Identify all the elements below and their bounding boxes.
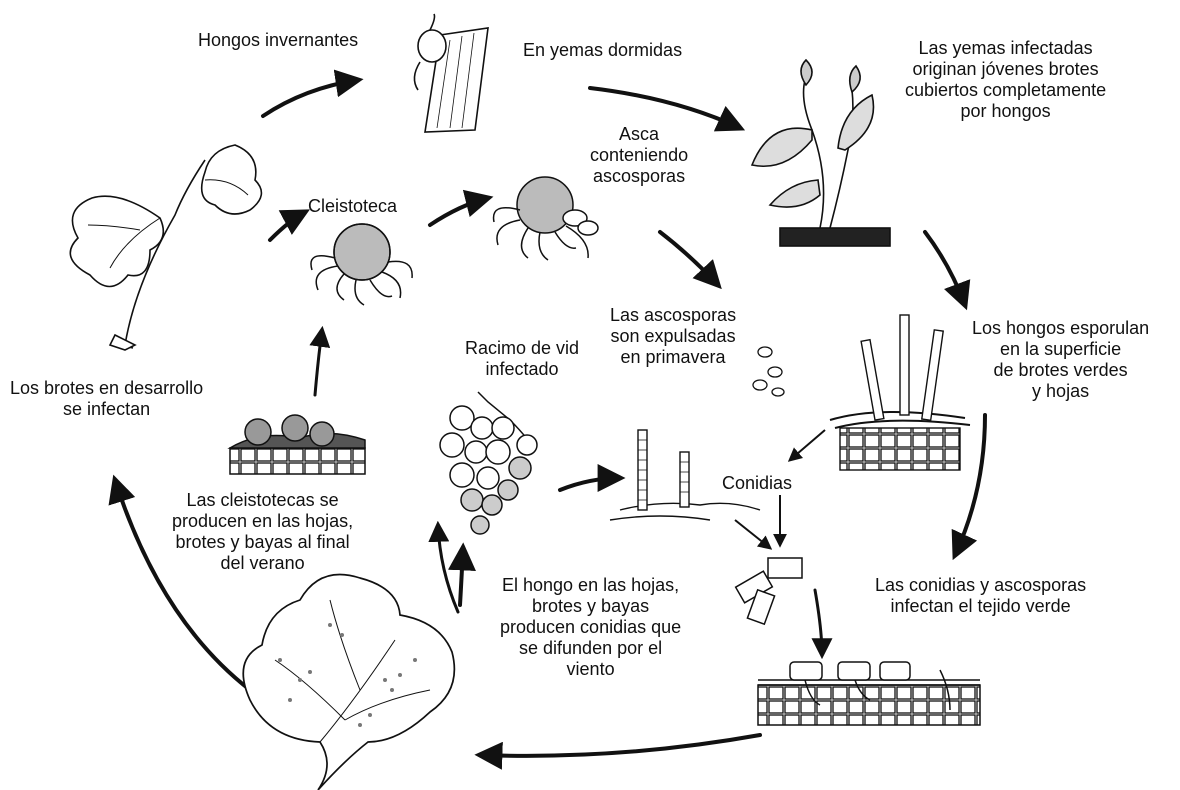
arrow-to-ascus bbox=[430, 198, 488, 225]
label-line: Racimo de vid bbox=[465, 338, 579, 359]
label-line: infectan el tejido verde bbox=[875, 596, 1086, 617]
label-line: en la superficie bbox=[972, 339, 1149, 360]
label-line: por hongos bbox=[905, 101, 1106, 122]
label-line: Las conidias y ascosporas bbox=[875, 575, 1086, 596]
label-line: producen en las hojas, bbox=[172, 511, 353, 532]
arrow-leaf-to-cluster bbox=[460, 548, 463, 605]
arrow-brotes-up bbox=[315, 330, 322, 395]
sporulating-tissue-illustration bbox=[830, 315, 970, 470]
label-line: viento bbox=[500, 659, 681, 680]
label-racimo: Racimo de vid infectado bbox=[465, 338, 579, 380]
label-line: son expulsadas bbox=[610, 326, 736, 347]
label-cleistotecas-producen: Las cleistotecas se producen en las hoja… bbox=[172, 490, 353, 574]
overwintering-bud-illustration bbox=[414, 14, 488, 132]
label-conidias-ascosporas: Las conidias y ascosporas infectan el te… bbox=[875, 575, 1086, 617]
infected-shoot-illustration bbox=[752, 60, 890, 246]
young-shoot-leaves-illustration bbox=[70, 145, 261, 350]
arrow-to-sporulation bbox=[925, 232, 965, 305]
label-line: en primavera bbox=[610, 347, 736, 368]
arrow-to-dormant-buds bbox=[263, 80, 358, 116]
label-hongo-hojas: El hongo en las hojas, brotes y bayas pr… bbox=[500, 575, 681, 680]
label-line: originan jóvenes brotes bbox=[905, 59, 1106, 80]
label-yemas-infectadas: Las yemas infectadas originan jóvenes br… bbox=[905, 38, 1106, 122]
label-yemas-dormidas: En yemas dormidas bbox=[523, 40, 682, 61]
arrow-to-cleistotheca bbox=[270, 212, 305, 240]
arrow-spores-down bbox=[815, 590, 822, 655]
grape-cluster-illustration bbox=[440, 392, 537, 534]
arrow-to-ascospore-release bbox=[660, 232, 718, 285]
label-line: conteniendo bbox=[590, 145, 688, 166]
arrow-cluster-to-hyphae bbox=[560, 478, 620, 490]
label-line: Los hongos esporulan bbox=[972, 318, 1149, 339]
label-line: de brotes verdes bbox=[972, 360, 1149, 381]
label-line: cubiertos completamente bbox=[905, 80, 1106, 101]
label-line: se infectan bbox=[10, 399, 203, 420]
arrow-to-infected-shoots bbox=[590, 88, 740, 128]
infected-leaf-illustration bbox=[243, 574, 454, 790]
label-brotes-desarrollo: Los brotes en desarrollo se infectan bbox=[10, 378, 203, 420]
cleistothecia-on-tissue-illustration bbox=[230, 415, 365, 474]
label-line: se difunden por el bbox=[500, 638, 681, 659]
label-conidias: Conidias bbox=[722, 473, 792, 494]
label-hongos-esporulan: Los hongos esporulan en la superficie de… bbox=[972, 318, 1149, 402]
cleistotheca-illustration bbox=[311, 224, 412, 305]
label-cleistoteca: Cleistoteca bbox=[308, 196, 397, 217]
label-line: brotes y bayas bbox=[500, 596, 681, 617]
label-ascosporas-expulsadas: Las ascosporas son expulsadas en primave… bbox=[610, 305, 736, 368]
label-line: brotes y bayas al final bbox=[172, 532, 353, 553]
arrow-to-leaf bbox=[480, 735, 760, 756]
released-ascospores bbox=[753, 347, 784, 396]
arrow-leaf-to-cleistothecia bbox=[438, 525, 458, 612]
label-line: producen conidias que bbox=[500, 617, 681, 638]
label-line: y hojas bbox=[972, 381, 1149, 402]
label-line: Las ascosporas bbox=[610, 305, 736, 326]
label-asca: Asca conteniendo ascosporas bbox=[590, 124, 688, 187]
label-line: El hongo en las hojas, bbox=[500, 575, 681, 596]
ascus-illustration bbox=[494, 177, 598, 260]
label-line: Los brotes en desarrollo bbox=[10, 378, 203, 399]
label-hongos-invernantes: Hongos invernantes bbox=[198, 30, 358, 51]
label-line: Las cleistotecas se bbox=[172, 490, 353, 511]
label-line: ascosporas bbox=[590, 166, 688, 187]
label-line: del verano bbox=[172, 553, 353, 574]
label-line: Asca bbox=[590, 124, 688, 145]
label-line: infectado bbox=[465, 359, 579, 380]
label-line: Las yemas infectadas bbox=[905, 38, 1106, 59]
